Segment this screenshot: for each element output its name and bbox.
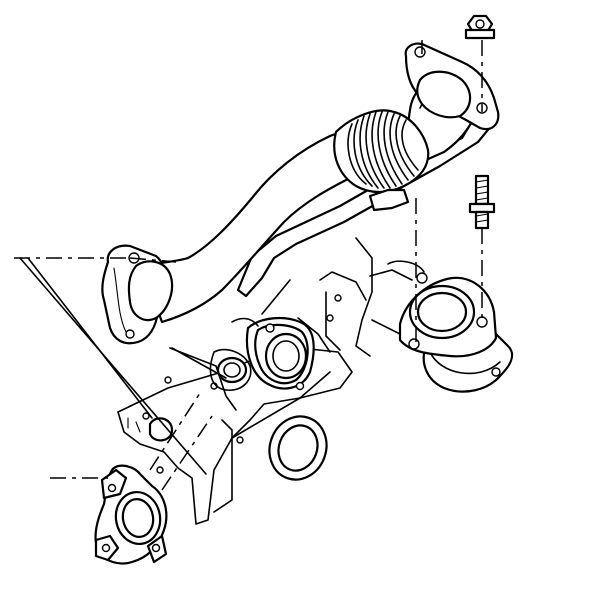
rear-outlet-flange xyxy=(404,42,500,131)
flange-stud xyxy=(468,174,496,230)
front-inlet-flange xyxy=(101,244,174,345)
flex-bellows xyxy=(333,109,430,212)
exhaust-manifold-right xyxy=(319,237,413,357)
alignment-lines xyxy=(14,40,483,491)
manifold-port-flange xyxy=(94,464,168,565)
manifold-outlet-flange xyxy=(387,260,514,393)
exhaust-crossover-pipe xyxy=(140,74,498,324)
exhaust-manifold-left xyxy=(169,316,331,411)
flange-nut xyxy=(464,14,496,40)
